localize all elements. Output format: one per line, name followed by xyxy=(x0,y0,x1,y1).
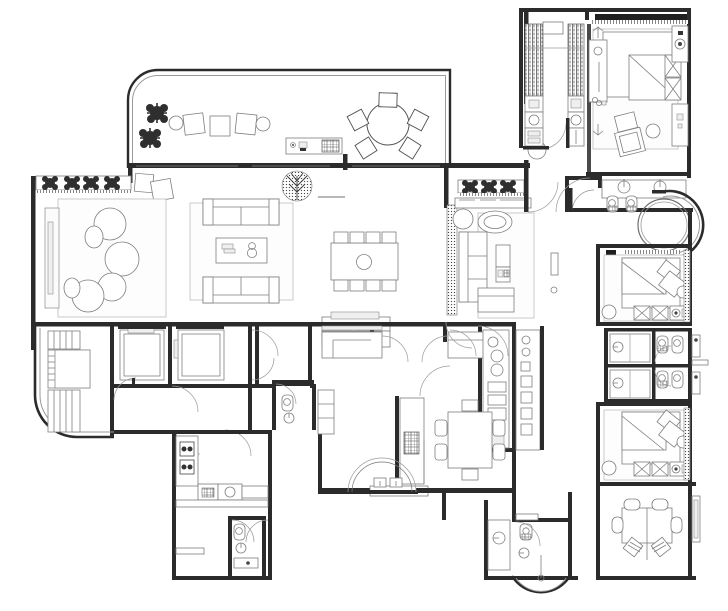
zone-bath-2-3 xyxy=(604,328,709,403)
planter-strip-right xyxy=(457,179,525,196)
terrace-shrubs xyxy=(139,103,168,148)
walls-south-west xyxy=(110,430,272,438)
master-wc-fixtures xyxy=(606,195,638,213)
zone-sun-room xyxy=(44,198,167,318)
zone-service-bath xyxy=(275,383,310,428)
sofa-north xyxy=(202,198,280,226)
zone-service-kitchen xyxy=(175,483,269,555)
zone-master-closet xyxy=(519,8,691,150)
zone-laundry xyxy=(175,435,199,487)
bath-2-fixtures xyxy=(609,333,684,363)
zone-north-terrace xyxy=(126,68,452,203)
zone-living-room xyxy=(189,198,294,304)
north-glazing xyxy=(136,165,440,198)
zone-guest-wc xyxy=(233,523,259,569)
sofa-south xyxy=(202,276,280,304)
east-glazing xyxy=(689,252,693,540)
zone-master-bedroom xyxy=(585,8,691,178)
bedroom2-armchair xyxy=(656,259,690,299)
l-shaped-sofa xyxy=(458,231,515,313)
zone-study xyxy=(596,486,701,580)
zone-bedroom-2 xyxy=(596,212,692,326)
terrace-lounge-chairs xyxy=(168,112,271,137)
exterior-boundary-left xyxy=(31,176,36,326)
zone-bedroom-3 xyxy=(596,402,696,486)
terrace-tree xyxy=(281,170,313,202)
zone-inner-kitchen xyxy=(318,397,506,497)
planter-strip-left xyxy=(35,175,132,193)
zone-south-entry xyxy=(318,457,572,594)
zone-outdoor-kitchen xyxy=(281,137,343,202)
bath-3-fixtures xyxy=(609,369,684,399)
coffee-table xyxy=(215,237,268,264)
master-bed xyxy=(602,31,682,101)
master-armchair xyxy=(613,111,661,158)
door-swings-centre xyxy=(445,177,591,357)
zone-family-room xyxy=(446,197,535,319)
zone-staircase xyxy=(31,326,114,439)
zone-service-bedrooms xyxy=(113,326,225,401)
study-desk xyxy=(611,498,683,560)
outdoor-round-dining-set xyxy=(346,92,430,160)
